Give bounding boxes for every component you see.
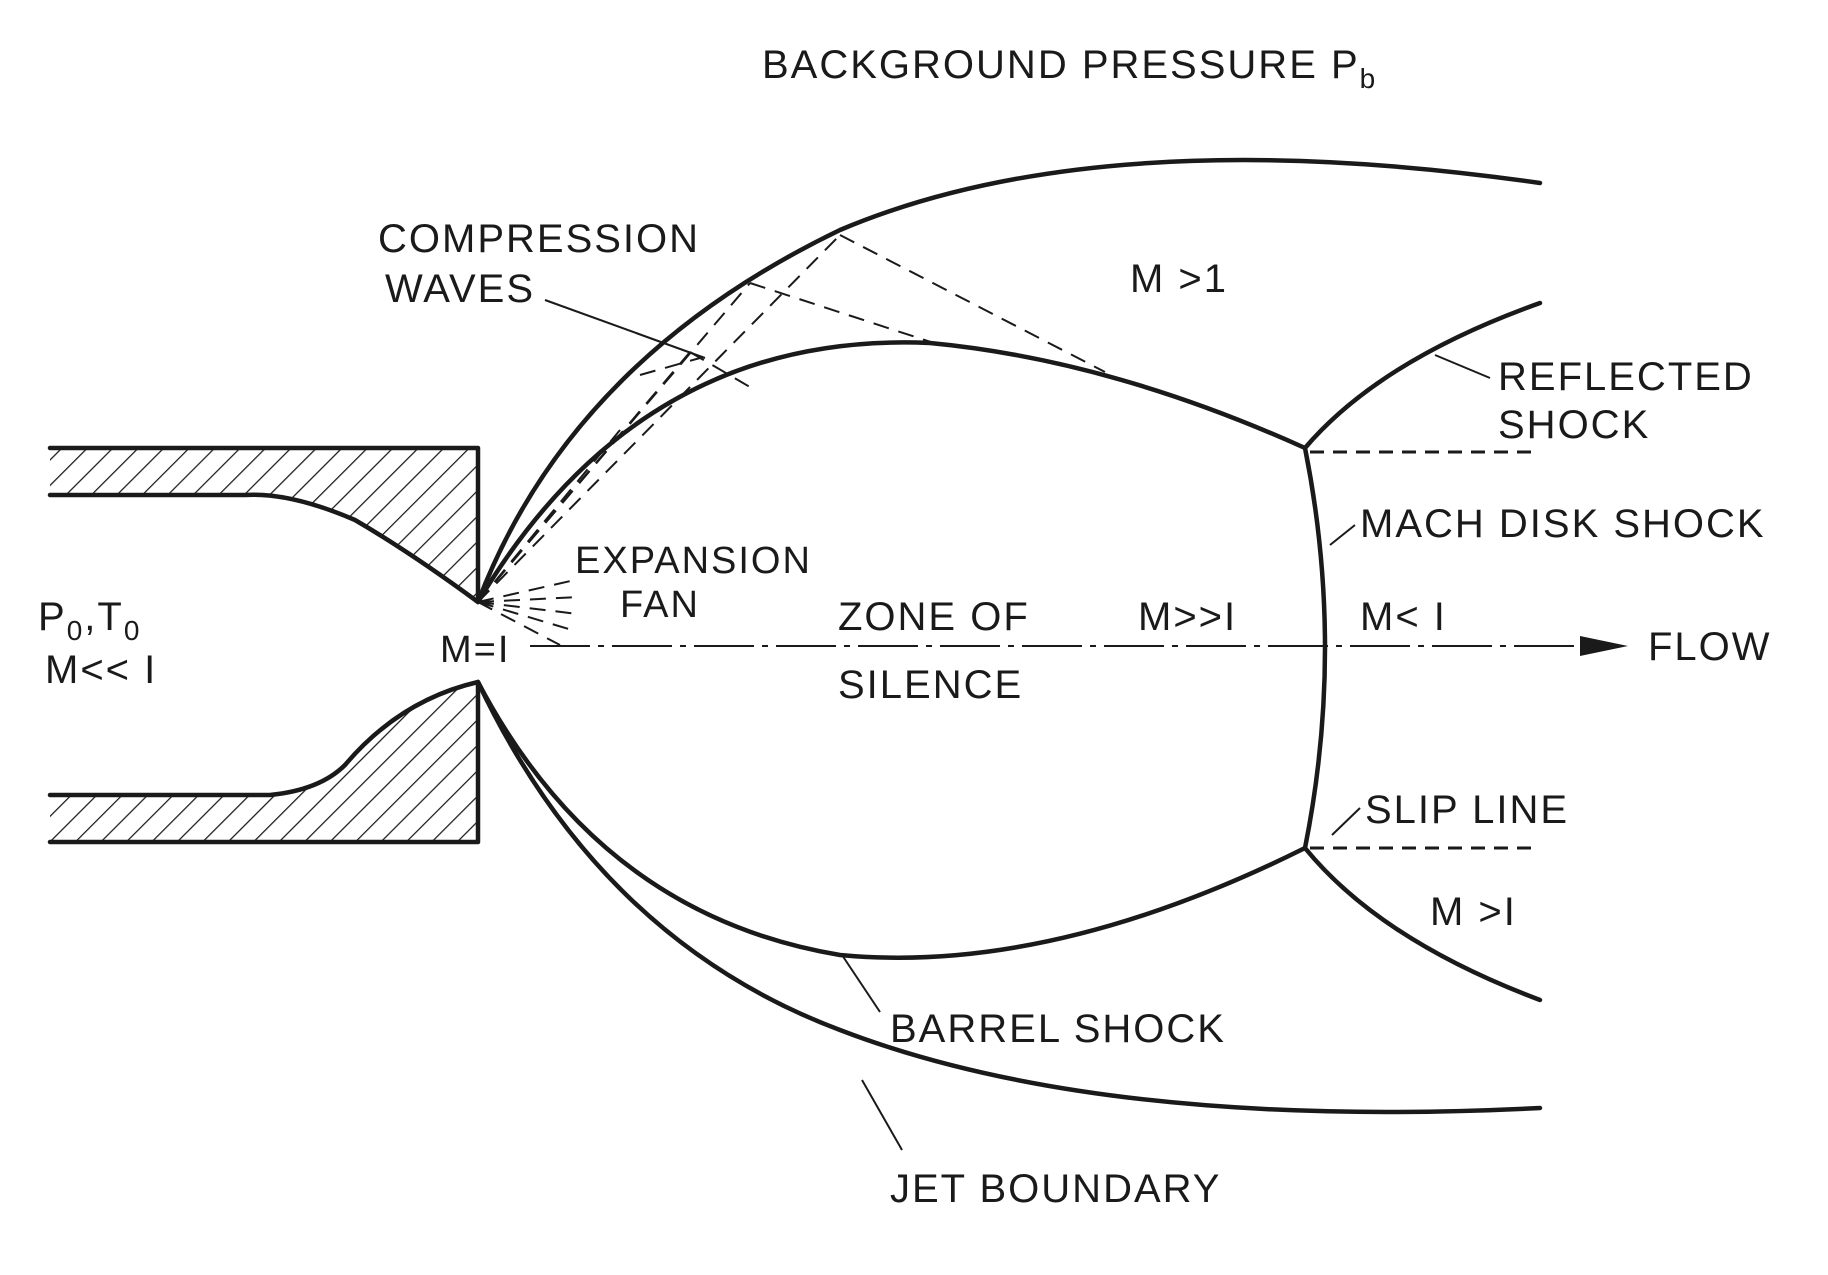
compression-label-line2: WAVES [385, 267, 535, 311]
mach-disk-shock [1302, 445, 1328, 851]
barrel-shock-leader [841, 954, 881, 1013]
nozzle-lower-wall [50, 682, 478, 842]
barrel-shock-label: BARREL SHOCK [890, 1007, 1226, 1051]
expansion-fan-label-line2: FAN [620, 584, 700, 626]
expansion-fan [477, 579, 581, 646]
jet-boundary-label: JET BOUNDARY [890, 1167, 1221, 1211]
zone-of-silence-label-line2: SILENCE [838, 663, 1023, 707]
sonic-throat-label: M=I [440, 629, 510, 671]
mach-disk-leader [1329, 524, 1356, 546]
supersonic-region-bottom-label: M >I [1430, 890, 1517, 934]
subsonic-region-label: M< I [1360, 595, 1447, 639]
hypersonic-core-label: M>>I [1138, 595, 1237, 639]
nozzle-upper-outline [47, 445, 481, 605]
expansion-fan-label-line1: EXPANSION [575, 540, 812, 582]
flow-label: FLOW [1648, 625, 1772, 669]
background-pressure-label: BACKGROUND PRESSURE Pb [762, 43, 1377, 94]
reflected-shock-lower [1302, 845, 1543, 1003]
reflected-leader [1434, 354, 1491, 379]
jet-boundary-upper [475, 157, 1543, 605]
zone-of-silence-label-line1: ZONE OF [838, 595, 1030, 639]
reservoir-mach-label: M<< I [45, 648, 157, 692]
flow-arrow-icon [1580, 636, 1628, 656]
supersonic-region-top-label: M >1 [1130, 257, 1228, 301]
barrel-shock-lower [475, 679, 1308, 960]
slip-line-label: SLIP LINE [1365, 788, 1569, 832]
compression-waves [477, 234, 1106, 603]
jet-boundary-leader [861, 1079, 903, 1151]
nozzle-lower-outline [47, 679, 481, 845]
slip-line-leader [1331, 807, 1361, 836]
compression-label-line1: COMPRESSION [378, 217, 700, 261]
reflected-shock-upper [1302, 300, 1543, 451]
nozzle-upper-wall [50, 448, 478, 602]
reflected-shock-label-line2: SHOCK [1498, 403, 1650, 447]
reflected-shock-label-line1: REFLECTED [1498, 355, 1754, 399]
stagnation-conditions-label: P0,T0 [38, 595, 141, 646]
mach-disk-label: MACH DISK SHOCK [1360, 502, 1766, 546]
barrel-shock-upper [475, 340, 1308, 605]
compression-leader [544, 299, 706, 359]
jet-boundary-lower [475, 679, 1543, 1115]
